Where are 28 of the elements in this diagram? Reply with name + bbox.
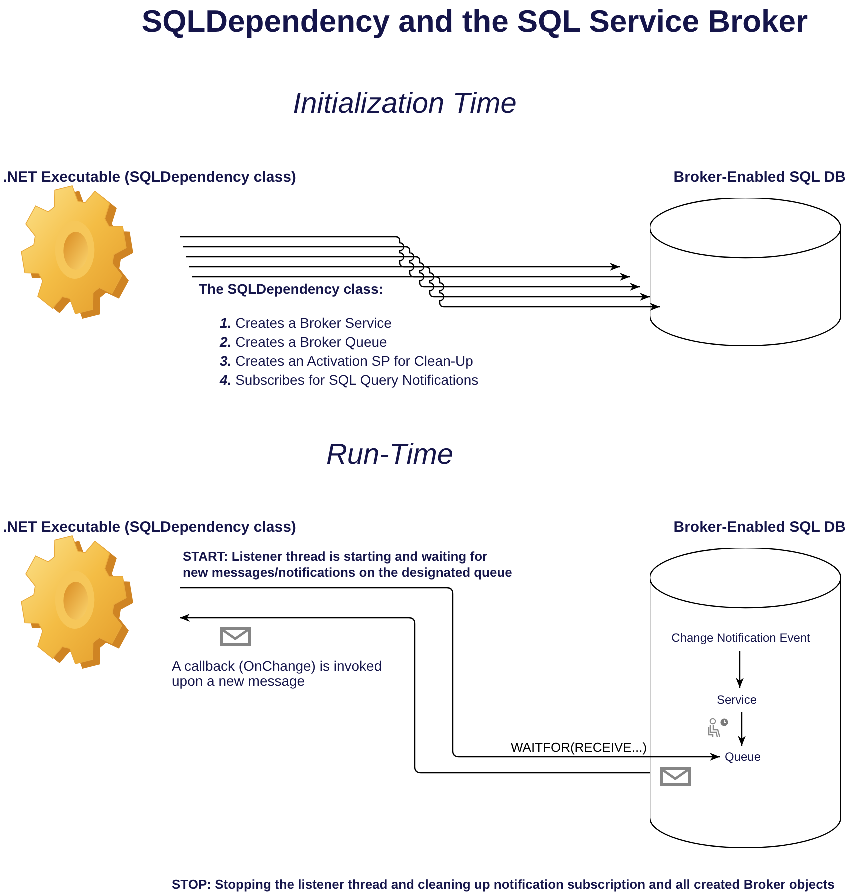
arrow (183, 246, 630, 281)
component-title: .NET Executable (SQLDependency class) (3, 519, 296, 536)
edge-label: WAITFOR(RECEIVE...) (511, 740, 648, 755)
arrow (189, 266, 650, 301)
subheading: The SQLDependency class: (199, 281, 384, 297)
arrow (186, 256, 640, 291)
component-title: Broker-Enabled SQL DB (674, 519, 846, 536)
step-label: Queue (722, 749, 764, 765)
arrow (736, 651, 744, 688)
list-item: 2. Creates a Broker Queue (220, 334, 388, 350)
diagram-title: SQLDependency and the SQL Service Broker (140, 5, 810, 39)
component-title: Broker-Enabled SQL DB (674, 169, 846, 186)
arrow (180, 236, 620, 271)
note-text: STOP: Stopping the listener thread and cleaning up notification subscription and all created Broker objects (172, 877, 835, 893)
note-text: A callback (OnChange) is invoked upon a new message (172, 659, 384, 689)
section-title: Initialization Time (292, 87, 518, 121)
arrow (180, 587, 720, 761)
list-item: 3. Creates an Activation SP for Clean-Up (220, 353, 474, 369)
list-item: 4. Subscribes for SQL Query Notifications (220, 372, 479, 388)
list-item: 1. Creates a Broker Service (220, 315, 392, 331)
step-label: Service (713, 692, 761, 708)
arrow (180, 614, 650, 774)
section-title: Run-Time (325, 438, 455, 472)
component-title: .NET Executable (SQLDependency class) (3, 169, 296, 186)
note-text: START: Listener thread is starting and waiting for new messages/notifications on the designated queue (183, 549, 514, 581)
arrow (192, 276, 660, 311)
arrow (738, 712, 746, 746)
step-label: Change Notification Event (669, 630, 813, 646)
